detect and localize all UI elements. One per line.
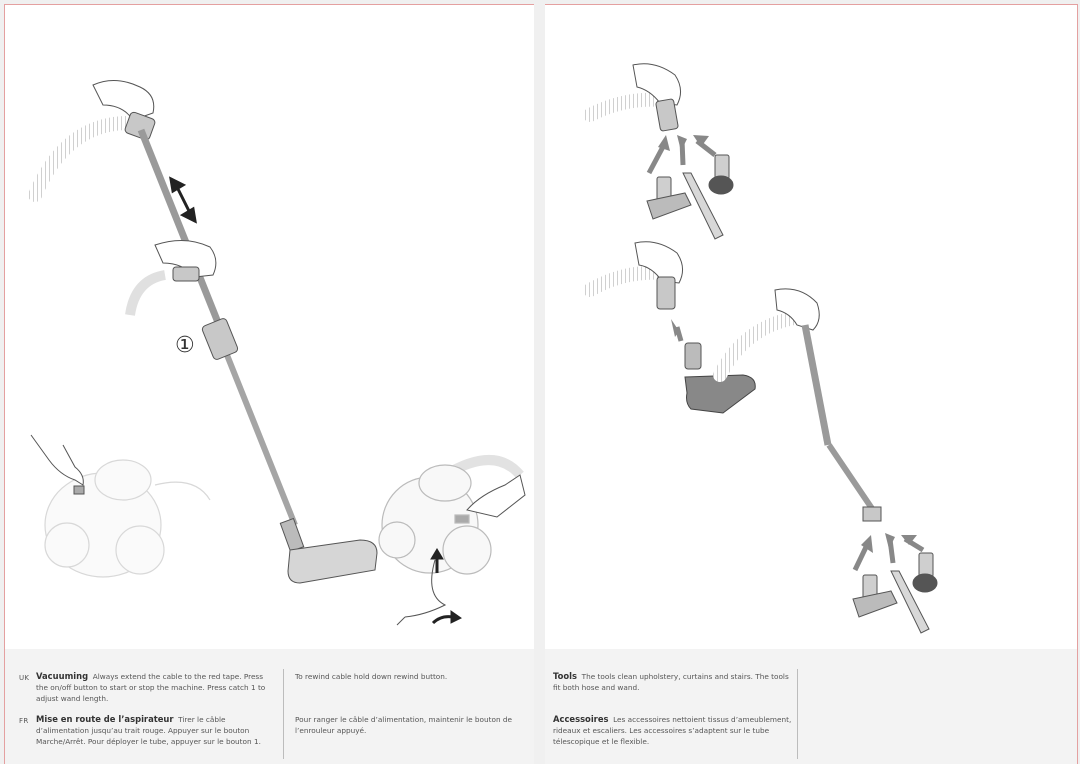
fr-vacuuming-body: Tirer le câble d’alimentation jusqu’au t… — [36, 715, 261, 746]
right-footer: Tools The tools clean upholstery, curtai… — [545, 649, 1077, 764]
hose — [28, 116, 132, 202]
left-footer: UK Vacuuming Always extend the cable to … — [5, 649, 534, 764]
column-divider — [283, 669, 284, 759]
rewind-arrow-icon — [430, 548, 462, 625]
column-divider — [797, 669, 798, 759]
right-page: Tools The tools clean upholstery, curtai… — [545, 4, 1078, 764]
uk-vacuuming-body: Always extend the cable to the red tape.… — [36, 672, 266, 703]
lang-fr: FR — [19, 717, 29, 725]
wand-with-tools — [713, 288, 938, 634]
vacuum-machine — [378, 455, 524, 575]
vacuuming-illustration — [28, 80, 526, 626]
step-marker: ① — [175, 333, 195, 358]
left-page: ① UK Vacuuming Always extend the cable t… — [4, 4, 534, 764]
hose-with-tools — [583, 63, 734, 240]
uk-tools-heading: Tools — [553, 671, 577, 681]
tools-illustration — [583, 63, 938, 634]
hose-with-floor-tool — [583, 241, 756, 414]
fr-tools-text: Accessoires Les accessoires nettoient ti… — [553, 714, 793, 747]
fr-tools-heading: Accessoires — [553, 714, 609, 724]
hand-press-icon — [30, 434, 85, 495]
wand — [124, 111, 298, 527]
fr-rewind-text: Pour ranger le câble d’alimentation, mai… — [295, 715, 513, 735]
uk-vacuuming-heading: Vacuuming — [36, 671, 89, 681]
vacuum-machine-ghost — [44, 459, 211, 578]
floor-tool — [279, 517, 378, 584]
uk-tools-text: Tools The tools clean upholstery, curtai… — [553, 671, 793, 693]
lang-uk: UK — [19, 674, 30, 682]
fr-vacuuming-heading: Mise en route de l’aspirateur — [36, 714, 174, 724]
uk-rewind-text: To rewind cable hold down rewind button. — [295, 672, 448, 681]
fr-tools-body: Les accessoires nettoient tissus d’ameub… — [553, 715, 792, 746]
hand-catch-icon — [154, 240, 217, 282]
extend-arrow-icon — [169, 176, 197, 224]
uk-vacuuming-text: Vacuuming Always extend the cable to the… — [36, 671, 276, 704]
uk-tools-body: The tools clean upholstery, curtains and… — [553, 672, 789, 692]
cable-icon — [396, 559, 447, 626]
hose-ghost — [125, 270, 167, 316]
hand-icon — [92, 80, 155, 121]
fr-vacuuming-text: Mise en route de l’aspirateur Tirer le c… — [36, 714, 278, 747]
hand-rewind-icon — [466, 474, 526, 518]
